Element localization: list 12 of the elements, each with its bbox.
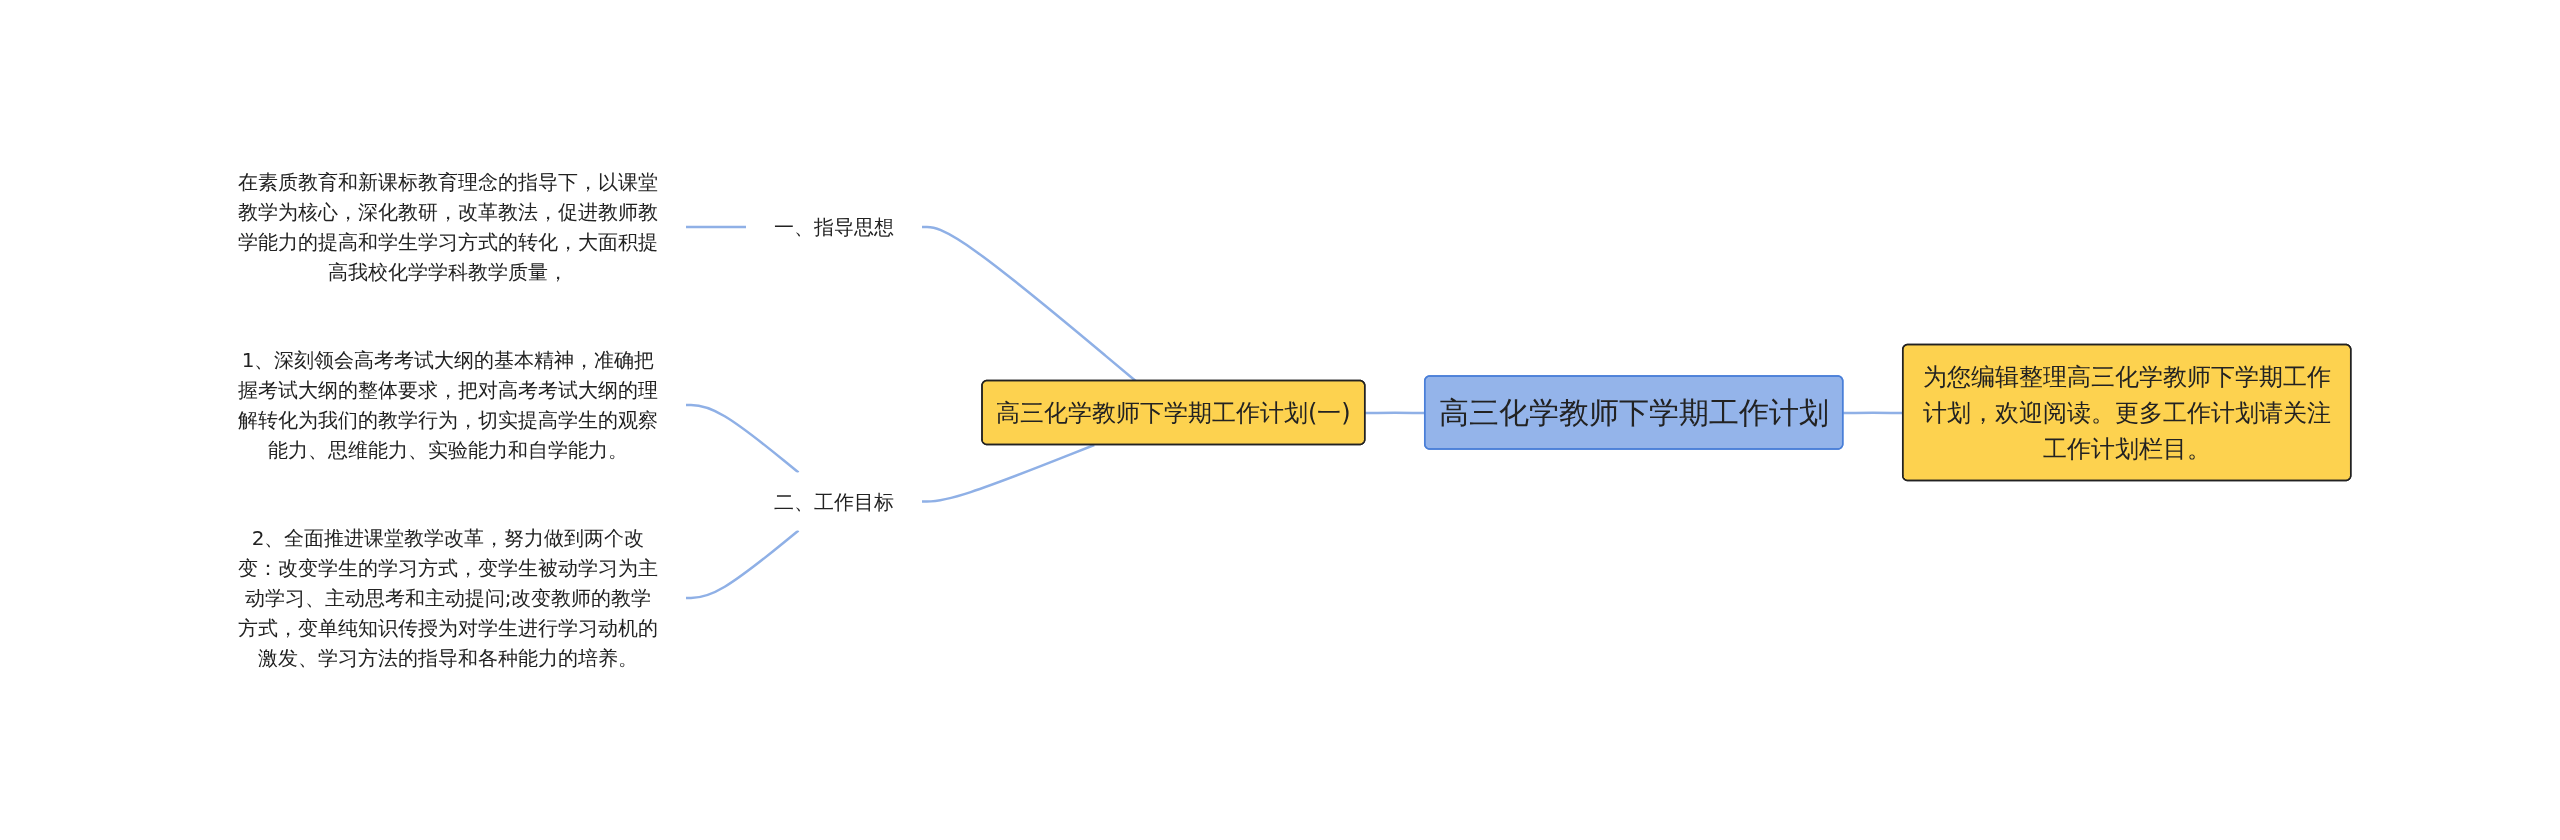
node-text: 1、深刻领会高考考试大纲的基本精神，准确把握考试大纲的整体要求，把对高考考试大纲的理解转化为我们的教学行为，切实提高学生的观察能力、思维能力、实验能力和自学能力。 — [237, 348, 658, 462]
connector — [685, 529, 799, 600]
node-text: 2、全面推进课堂教学改革，努力做到两个改变：改变学生的学习方式，变学生被动学习为主动学习、主动思考和主动提问;改变教师的教学方式，变单纯知识传授为对学生进行学习动机的激发、学习方法的指导和各种能力的培养。 — [237, 526, 658, 670]
connector — [1364, 411, 1425, 415]
node-text: 二、工作目标 — [773, 489, 894, 514]
connector — [921, 443, 1095, 503]
connector — [921, 225, 1137, 382]
node-text: 一、指导思想 — [773, 215, 894, 239]
node-text: 在素质教育和新课标教育理念的指导下，以课堂教学为核心，深化教研，改革教法，促进教师教学能力的提高和学生学习方式的转化，大面积提高我校化学学科教学质量， — [237, 170, 658, 284]
connector — [1842, 411, 1903, 415]
connector — [685, 403, 799, 474]
connector — [685, 225, 746, 229]
